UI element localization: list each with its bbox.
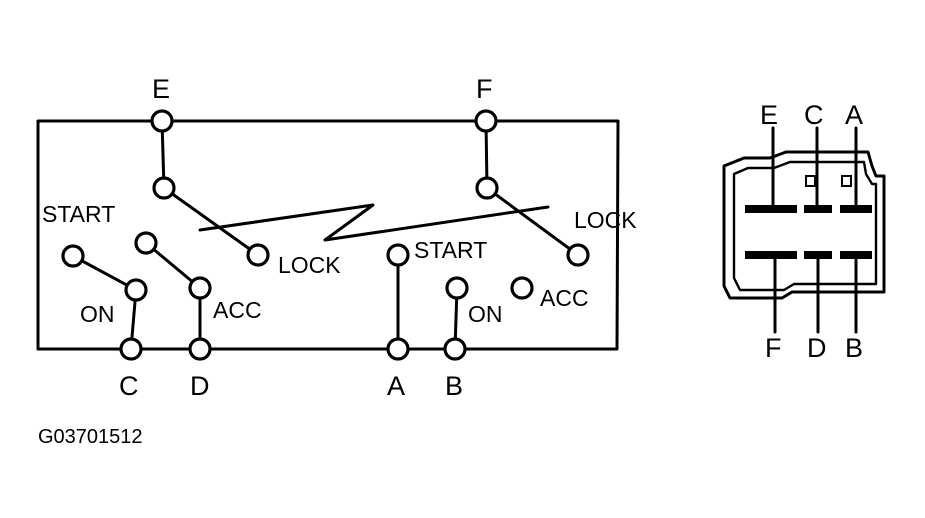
left-acc-contact bbox=[188, 276, 212, 300]
left-acc-label: ACC bbox=[213, 297, 262, 323]
terminal-d bbox=[188, 337, 212, 361]
right-pivot bbox=[475, 176, 499, 200]
mechanical-linkage bbox=[198, 203, 550, 242]
label-e: E bbox=[152, 74, 170, 104]
switch-housing bbox=[36, 119, 620, 351]
figure-code: G03701512 bbox=[38, 426, 143, 448]
left-pivot bbox=[152, 176, 176, 200]
right-lock-contact bbox=[566, 243, 590, 267]
connector-pin-c bbox=[804, 205, 832, 213]
left-lock-contact bbox=[246, 243, 270, 267]
right-start-label: START bbox=[414, 237, 487, 263]
left-position-labels: START ON ACC LOCK bbox=[42, 201, 341, 327]
left-start-label: START bbox=[42, 201, 115, 227]
connector-latch-a bbox=[841, 175, 852, 187]
connector-label-a: A bbox=[845, 100, 863, 130]
label-a: A bbox=[387, 371, 405, 401]
connector-label-d: D bbox=[807, 333, 827, 363]
right-on-label: ON bbox=[468, 301, 503, 327]
terminal-e bbox=[150, 109, 174, 133]
connector-label-e: E bbox=[760, 100, 778, 130]
left-acc-pivot-contact bbox=[134, 231, 158, 255]
right-acc-label: ACC bbox=[540, 285, 589, 311]
right-acc-contact bbox=[510, 276, 534, 300]
right-lock-label: LOCK bbox=[574, 207, 637, 233]
label-f: F bbox=[476, 74, 493, 104]
connector-pin-b bbox=[840, 251, 872, 259]
connector-label-f: F bbox=[765, 333, 782, 363]
connector-latch-c bbox=[805, 175, 816, 187]
left-on-label: ON bbox=[80, 301, 115, 327]
right-on-contact bbox=[445, 276, 469, 300]
connector-pin-f bbox=[745, 251, 797, 259]
connector-pin-a bbox=[840, 205, 872, 213]
left-on-contact bbox=[124, 278, 148, 302]
right-start-contact bbox=[386, 243, 410, 267]
connector-label-c: C bbox=[804, 100, 824, 130]
terminal-labels: E F C D A B bbox=[119, 74, 493, 401]
connector-face: E C A F D B bbox=[722, 100, 886, 363]
terminal-b bbox=[443, 337, 467, 361]
label-b: B bbox=[445, 371, 463, 401]
label-d: D bbox=[190, 371, 210, 401]
connector-label-b: B bbox=[845, 333, 863, 363]
connector-pin-d bbox=[804, 251, 832, 259]
terminal-nodes bbox=[61, 109, 590, 361]
terminal-f bbox=[474, 109, 498, 133]
left-start-contact bbox=[61, 244, 85, 268]
left-lock-label: LOCK bbox=[278, 252, 341, 278]
terminal-a bbox=[386, 337, 410, 361]
connector-pin-e bbox=[745, 205, 797, 213]
terminal-c bbox=[119, 337, 143, 361]
right-position-labels: START ON ACC LOCK bbox=[414, 207, 637, 327]
label-c: C bbox=[119, 371, 139, 401]
